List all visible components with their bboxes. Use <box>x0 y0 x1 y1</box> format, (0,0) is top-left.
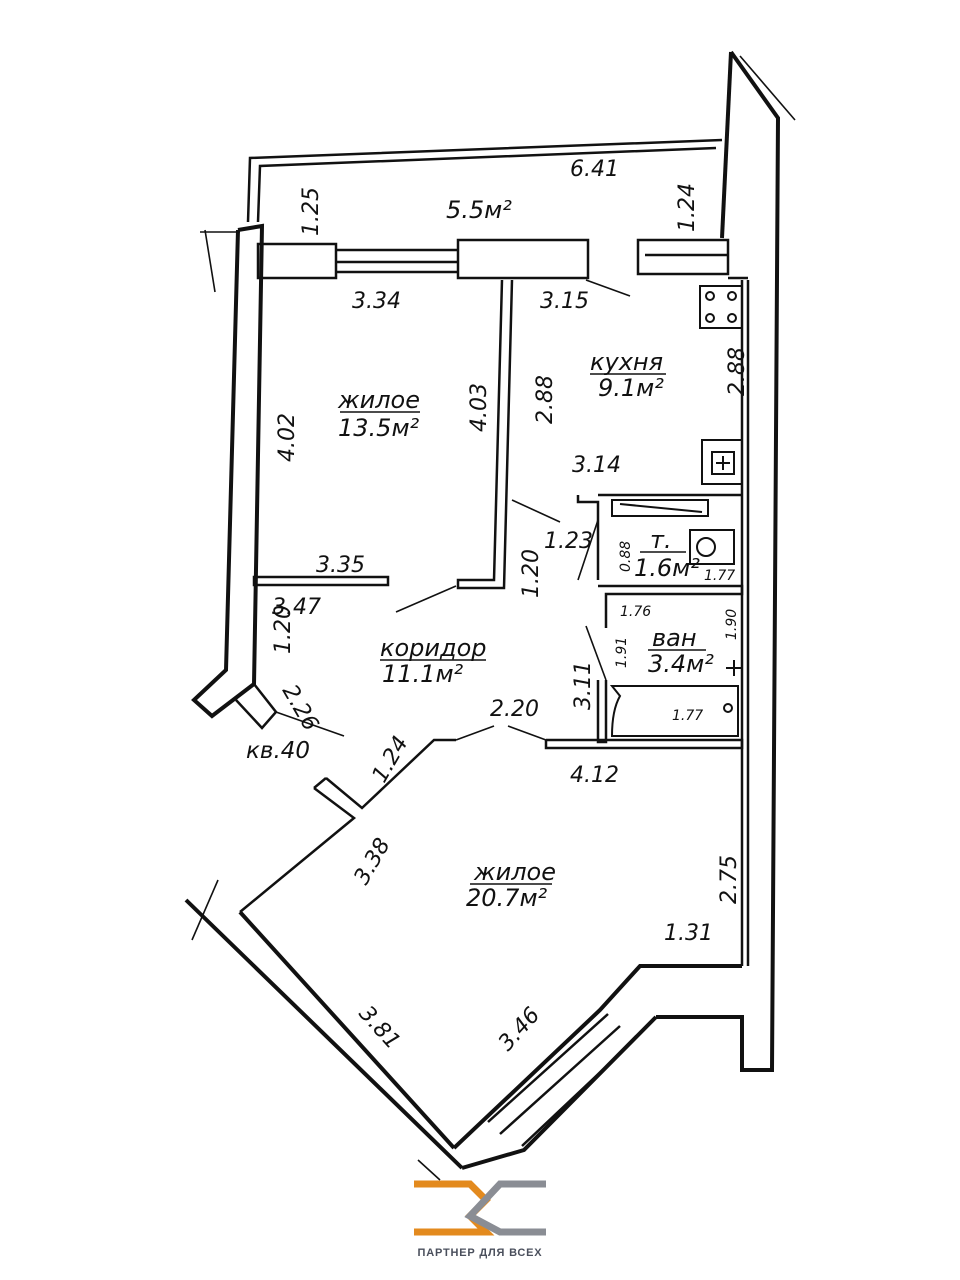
room-area-bath: 3.4м² <box>648 650 714 678</box>
dim-corridor-bottom: 2.20 <box>490 697 539 722</box>
door-living-small <box>395 585 457 613</box>
dim-living-large-bottom-right: 3.46 <box>494 1003 545 1056</box>
left-exterior-wall <box>191 223 265 719</box>
room-area-balcony: 5.5м² <box>446 196 512 224</box>
window-bottom-3 <box>521 1045 629 1147</box>
company-logo: ПАРТНЕР ДЛЯ ВСЕХ <box>414 1180 546 1259</box>
room-area-toilet: 1.6м² <box>634 554 700 582</box>
wall-living-small-bottom <box>252 575 390 587</box>
wall-entry-large-living <box>325 738 456 810</box>
wall-living-kitchen <box>456 279 514 590</box>
lower-left-hatch <box>191 879 219 941</box>
bottom-hatch <box>417 1159 441 1181</box>
dim-living-large-top: 4.12 <box>570 763 619 788</box>
dim-kitchen-bottom: 3.14 <box>572 453 621 478</box>
dim-kitchen-right: 2.88 <box>725 347 750 396</box>
room-labels: жилое 13.5м² кухня 9.1м² 5.5м² т. 1.6м² … <box>246 196 714 912</box>
fixtures <box>609 285 743 737</box>
logo-caption: ПАРТНЕР ДЛЯ ВСЕХ <box>418 1247 543 1259</box>
top-wall-segment-right <box>636 238 730 276</box>
dim-bath-right: 1.90 <box>724 609 740 640</box>
door-bath <box>585 625 607 681</box>
wall-toilet-bath <box>598 584 744 628</box>
room-name-toilet: т. <box>650 526 672 554</box>
dim-bath-bottom: 1.77 <box>672 708 703 724</box>
dim-living-small-top: 3.34 <box>352 289 401 314</box>
door-toilet <box>577 519 599 581</box>
exterior-walls <box>184 50 796 1181</box>
dim-living-small-bottom: 3.35 <box>316 553 365 578</box>
room-name-living-large: жилое <box>473 858 556 886</box>
bathtub-icon <box>609 660 742 737</box>
wall-entry-cap <box>313 777 327 789</box>
right-exterior-wall <box>656 50 781 1072</box>
dim-toilet-depth: 0.88 <box>618 541 634 572</box>
right-wall-top-edge <box>720 51 733 239</box>
bottom-right-wall-outer <box>461 1015 658 1170</box>
window-bottom-2 <box>499 1025 621 1135</box>
dim-toilet-width: 1.77 <box>704 568 735 584</box>
balcony-inner-rail <box>256 146 717 223</box>
right-wall-hatch <box>739 55 796 121</box>
dim-balcony-left-depth: 1.25 <box>299 187 324 236</box>
apartment-number: кв.40 <box>246 738 310 764</box>
wall-bath-left <box>596 680 608 744</box>
door-balcony <box>585 279 631 297</box>
dim-corridor-left: 1.20 <box>271 605 296 654</box>
room-area-kitchen: 9.1м² <box>598 374 664 402</box>
dim-living-large-step: 1.31 <box>664 921 713 946</box>
dim-corridor-right: 3.11 <box>571 661 596 710</box>
interior-walls <box>239 276 750 966</box>
room-name-bath: ван <box>652 624 697 652</box>
dim-bath-left: 1.91 <box>614 637 630 668</box>
room-area-corridor: 11.1м² <box>382 660 464 688</box>
left-wall-hatch <box>204 229 216 293</box>
dim-bath-top: 1.76 <box>620 604 651 620</box>
lower-left-wall-outer <box>184 898 464 1170</box>
dim-living-small-left: 4.02 <box>275 413 300 462</box>
door-large-living-2 <box>507 725 547 741</box>
dim-kitchen-top: 3.15 <box>540 289 589 314</box>
room-name-kitchen: кухня <box>590 348 663 376</box>
dim-kitchen-left: 2.88 <box>533 375 558 424</box>
top-wall-segment-mid <box>456 238 590 280</box>
room-area-living-large: 20.7м² <box>466 884 548 912</box>
dim-living-large-right: 2.75 <box>717 855 742 904</box>
lower-left-wall-inner <box>238 910 456 1150</box>
dim-balcony-length: 6.41 <box>570 157 619 182</box>
door-entry <box>275 711 345 737</box>
bottom-right-wall-inner <box>452 964 742 1150</box>
dim-living-large-entry: 1.24 <box>368 732 414 787</box>
dim-corridor-diag: 2.26 <box>277 681 323 736</box>
dimension-labels: 6.41 1.25 1.24 3.34 4.02 4.03 3.35 3.15 … <box>271 157 750 1056</box>
toilet-bowl-icon <box>689 529 735 565</box>
entry-corner <box>235 683 278 730</box>
door-kitchen <box>511 499 561 523</box>
dim-corridor-top: 3.47 <box>272 595 321 620</box>
top-wall-segment-left <box>256 242 338 280</box>
sink-icon <box>701 439 743 485</box>
door-large-living-1 <box>455 725 495 741</box>
dim-toilet-door: 1.23 <box>544 529 593 554</box>
shelf-icon <box>611 499 709 517</box>
wall-bath-bottom <box>544 738 744 750</box>
dim-living-small-right: 4.03 <box>467 383 492 432</box>
room-area-living-small: 13.5м² <box>338 414 420 442</box>
dim-balcony-right-depth: 1.24 <box>675 183 700 232</box>
logo-gray-stroke <box>464 1180 546 1236</box>
wall-toilet-left <box>576 495 600 580</box>
dim-living-large-left: 3.38 <box>350 834 396 889</box>
window-bottom-1 <box>487 1013 609 1123</box>
room-name-corridor: коридор <box>380 634 487 662</box>
wall-large-living-left <box>239 787 357 913</box>
dim-corridor-mid: 1.20 <box>519 549 544 598</box>
stove-icon <box>699 285 743 329</box>
room-name-living-small: жилое <box>337 386 420 414</box>
balcony-outer-rail <box>246 138 723 223</box>
